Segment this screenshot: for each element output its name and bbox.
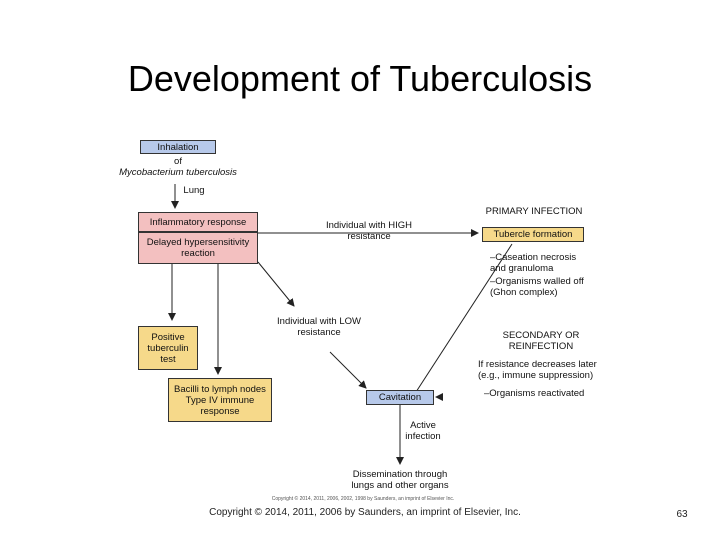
high-resistance-label: Individual with HIGH resistance — [325, 220, 413, 242]
positive-tuberculin-box: Positive tuberculin test — [138, 326, 198, 370]
caseation-label: –Caseation necrosis and granuloma — [490, 252, 577, 274]
inhalation-box: Inhalation — [140, 140, 216, 154]
figure-copyright: Copyright © 2014, 2011, 2006, 2002, 1998… — [271, 496, 455, 502]
resistance-decreases-label: If resistance decreases later (e.g., imm… — [478, 359, 597, 381]
secondary-reinfection-label: SECONDARY OR REINFECTION — [502, 330, 580, 352]
arrow-low — [257, 261, 295, 307]
delayed-hypersensitivity-box: Delayed hypersensitivity reaction — [138, 232, 258, 264]
lung-label: Lung — [183, 185, 205, 196]
primary-infection-label: PRIMARY INFECTION — [485, 206, 583, 217]
dissemination-label: Dissemination through lungs and other or… — [351, 469, 449, 491]
footer-copyright: Copyright © 2014, 2011, 2006 by Saunders… — [209, 507, 521, 518]
reactivated-label: –Organisms reactivated — [484, 388, 585, 399]
arrow-cavitation-low — [329, 351, 367, 389]
inflammatory-box: Inflammatory response — [138, 212, 258, 232]
walled-off-label: –Organisms walled off (Ghon complex) — [490, 276, 584, 298]
tubercle-formation-box: Tubercle formation — [482, 227, 584, 242]
mycobacterium-label: Mycobacterium tuberculosis — [119, 167, 237, 178]
bacilli-box: Bacilli to lymph nodes Type IV immune re… — [168, 378, 272, 422]
slide-title: Development of Tuberculosis — [127, 58, 593, 99]
low-resistance-label: Individual with LOW resistance — [277, 316, 361, 338]
active-infection-label: Active infection — [405, 420, 441, 442]
arrow-secondary — [415, 243, 513, 393]
page-number: 63 — [676, 509, 688, 520]
of-label: of — [174, 156, 182, 167]
cavitation-box: Cavitation — [366, 390, 434, 405]
